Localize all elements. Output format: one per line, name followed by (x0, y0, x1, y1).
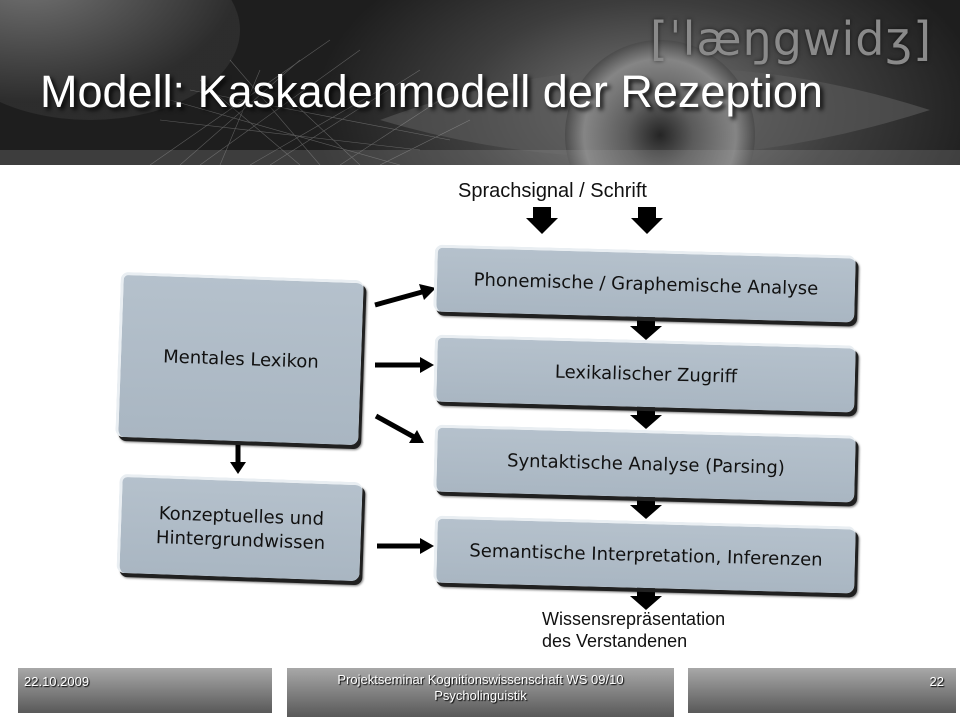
stage-label: Semantische Interpretation, Inferenzen (469, 540, 823, 571)
stage-label: Syntaktische Analyse (Parsing) (506, 450, 786, 479)
slide-title: Modell: Kaskadenmodell der Rezeption (40, 66, 823, 117)
stage-label: Phonemische / Graphemische Analyse (473, 269, 819, 300)
stage-label: Lexikalischer Zugriff (554, 361, 738, 388)
background-knowledge-line2: Hintergrundwissen (155, 527, 326, 554)
output-arrow (630, 585, 662, 610)
eye-background-image (0, 0, 960, 165)
footer-course-line1: Projektseminar Kognitionswissenschaft WS… (337, 672, 624, 687)
footer-course-line2: Psycholinguistik (434, 688, 527, 703)
input-arrow-left (526, 207, 558, 234)
output-line1: Wissensrepräsentation (542, 609, 726, 629)
stage-arrow-2 (630, 404, 662, 429)
mental-lexicon-box: Mentales Lexikon (115, 271, 364, 446)
lexikon-to-stage-arrows (374, 284, 436, 554)
footer-date: 22.10.2009 (18, 668, 272, 713)
mental-lexicon-label: Mentales Lexikon (162, 346, 320, 373)
footer: 22.10.2009 Projektseminar Kognitionswiss… (0, 668, 960, 720)
footer-course: Projektseminar Kognitionswissenschaft WS… (287, 668, 674, 717)
stage-arrow-1 (630, 315, 662, 340)
output-label: Wissensrepräsentation des Verstandenen (542, 608, 725, 652)
footer-page-number: 22 (688, 668, 956, 713)
output-line2: des Verstandenen (542, 631, 688, 651)
stage-box-lexical: Lexikalischer Zugriff (433, 334, 856, 413)
input-arrow-right (631, 207, 663, 234)
background-knowledge-box: Konzeptuelles und Hintergrundwissen (116, 473, 363, 582)
phonetic-watermark: [ˈlæŋgwidʒ] (650, 12, 933, 66)
header-banner: [ˈlæŋgwidʒ] Modell: Kaskadenmodell der R… (0, 0, 960, 165)
lexikon-down-arrow (230, 442, 246, 474)
input-label: Sprachsignal / Schrift (458, 180, 647, 202)
stage-box-syntactic: Syntaktische Analyse (Parsing) (433, 424, 856, 503)
stage-box-phonemic: Phonemische / Graphemische Analyse (433, 244, 856, 323)
stage-box-semantic: Semantische Interpretation, Inferenzen (433, 515, 856, 594)
stage-arrow-3 (630, 494, 662, 519)
